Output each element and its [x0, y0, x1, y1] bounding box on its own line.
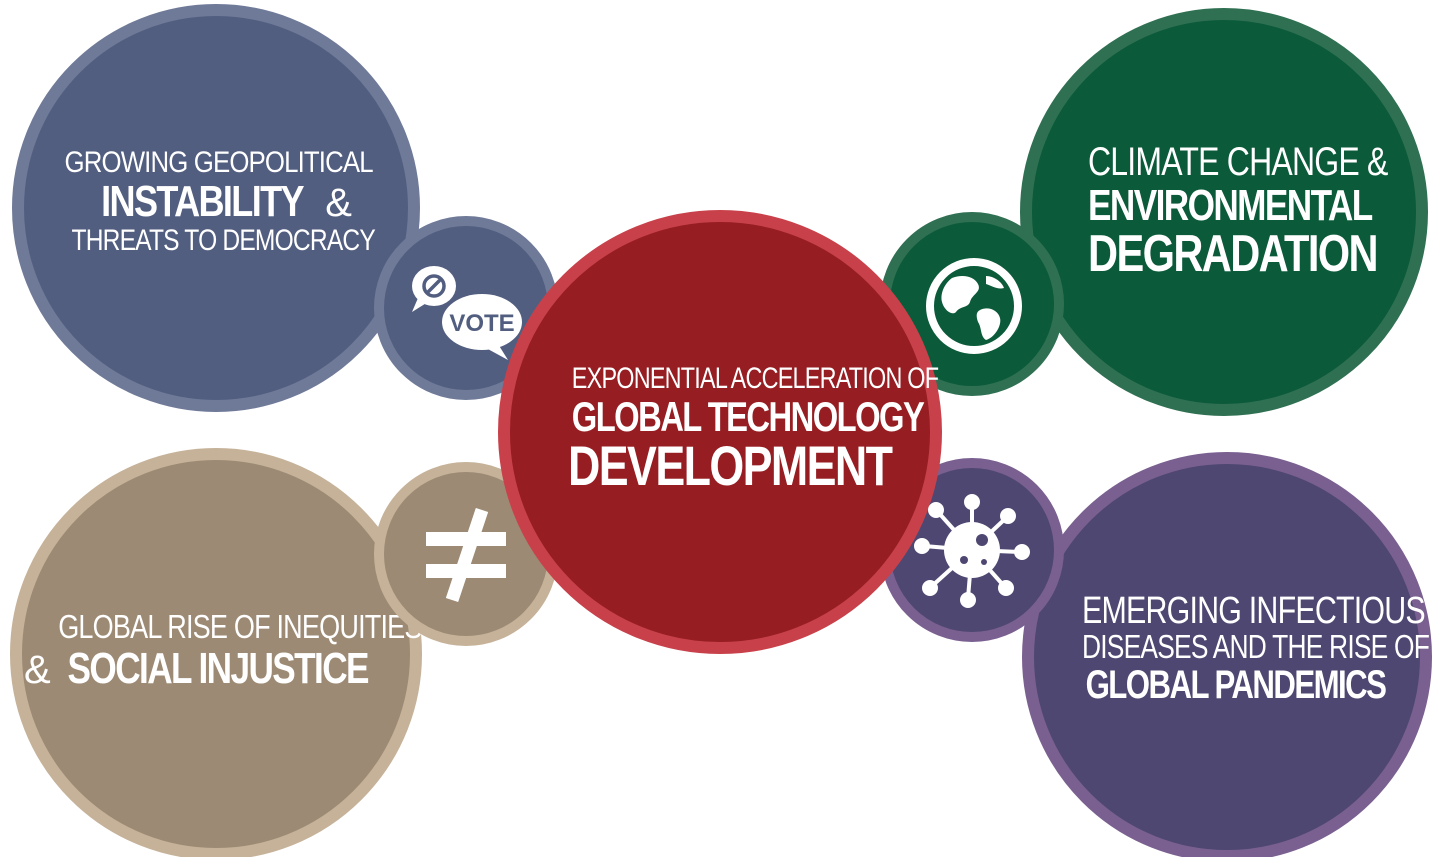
climate-line3: DEGRADATION	[1088, 225, 1379, 283]
inequity-line2-bold: SOCIAL INJUSTICE	[67, 644, 369, 693]
not-equal-icon	[416, 506, 516, 606]
virus-icon	[912, 490, 1032, 610]
geopolitics-line2-amp: &	[325, 181, 352, 225]
pandemics-line1: EMERGING INFECTIOUS	[1082, 590, 1426, 632]
climate-label: CLIMATE CHANGE & ENVIRONMENTAL DEGRADATI…	[1054, 142, 1394, 280]
climate-line1: CLIMATE CHANGE &	[1088, 140, 1388, 184]
geopolitics-line1: GROWING GEOPOLITICAL	[64, 146, 374, 179]
technology-line3: DEVELOPMENT	[568, 434, 893, 497]
geopolitics-label: GROWING GEOPOLITICAL INSTABILITY& THREAT…	[40, 148, 390, 256]
pandemics-circle	[1022, 452, 1432, 857]
inequity-line1: GLOBAL RISE OF INEQUITIES	[58, 608, 422, 645]
geopolitics-line2: INSTABILITY&	[40, 180, 390, 224]
inequity-line2-amp: &	[24, 648, 51, 692]
geopolitics-line3: THREATS TO DEMOCRACY	[71, 224, 376, 257]
geopolitics-line2-bold: INSTABILITY	[101, 177, 304, 226]
pandemics-line3: GLOBAL PANDEMICS	[1085, 663, 1387, 707]
technology-line2: GLOBAL TECHNOLOGY	[571, 393, 925, 440]
technology-label: EXPONENTIAL ACCELERATION OF GLOBAL TECHN…	[530, 362, 939, 497]
technology-line1: EXPONENTIAL ACCELERATION OF	[571, 362, 939, 395]
climate-line2: ENVIRONMENTAL	[1088, 181, 1373, 230]
globe-icon	[922, 254, 1026, 358]
vote-icon-text: VOTE	[449, 310, 514, 337]
inequity-label: GLOBAL RISE OF INEQUITIES &SOCIAL INJUST…	[24, 608, 422, 691]
pandemics-label: EMERGING INFECTIOUS DISEASES AND THE RIS…	[1046, 590, 1430, 707]
vote-speech-bubbles-icon: VOTE	[404, 250, 528, 366]
inequity-line2: &SOCIAL INJUSTICE	[24, 647, 404, 691]
pandemics-line2: DISEASES AND THE RISE OF	[1082, 628, 1430, 665]
